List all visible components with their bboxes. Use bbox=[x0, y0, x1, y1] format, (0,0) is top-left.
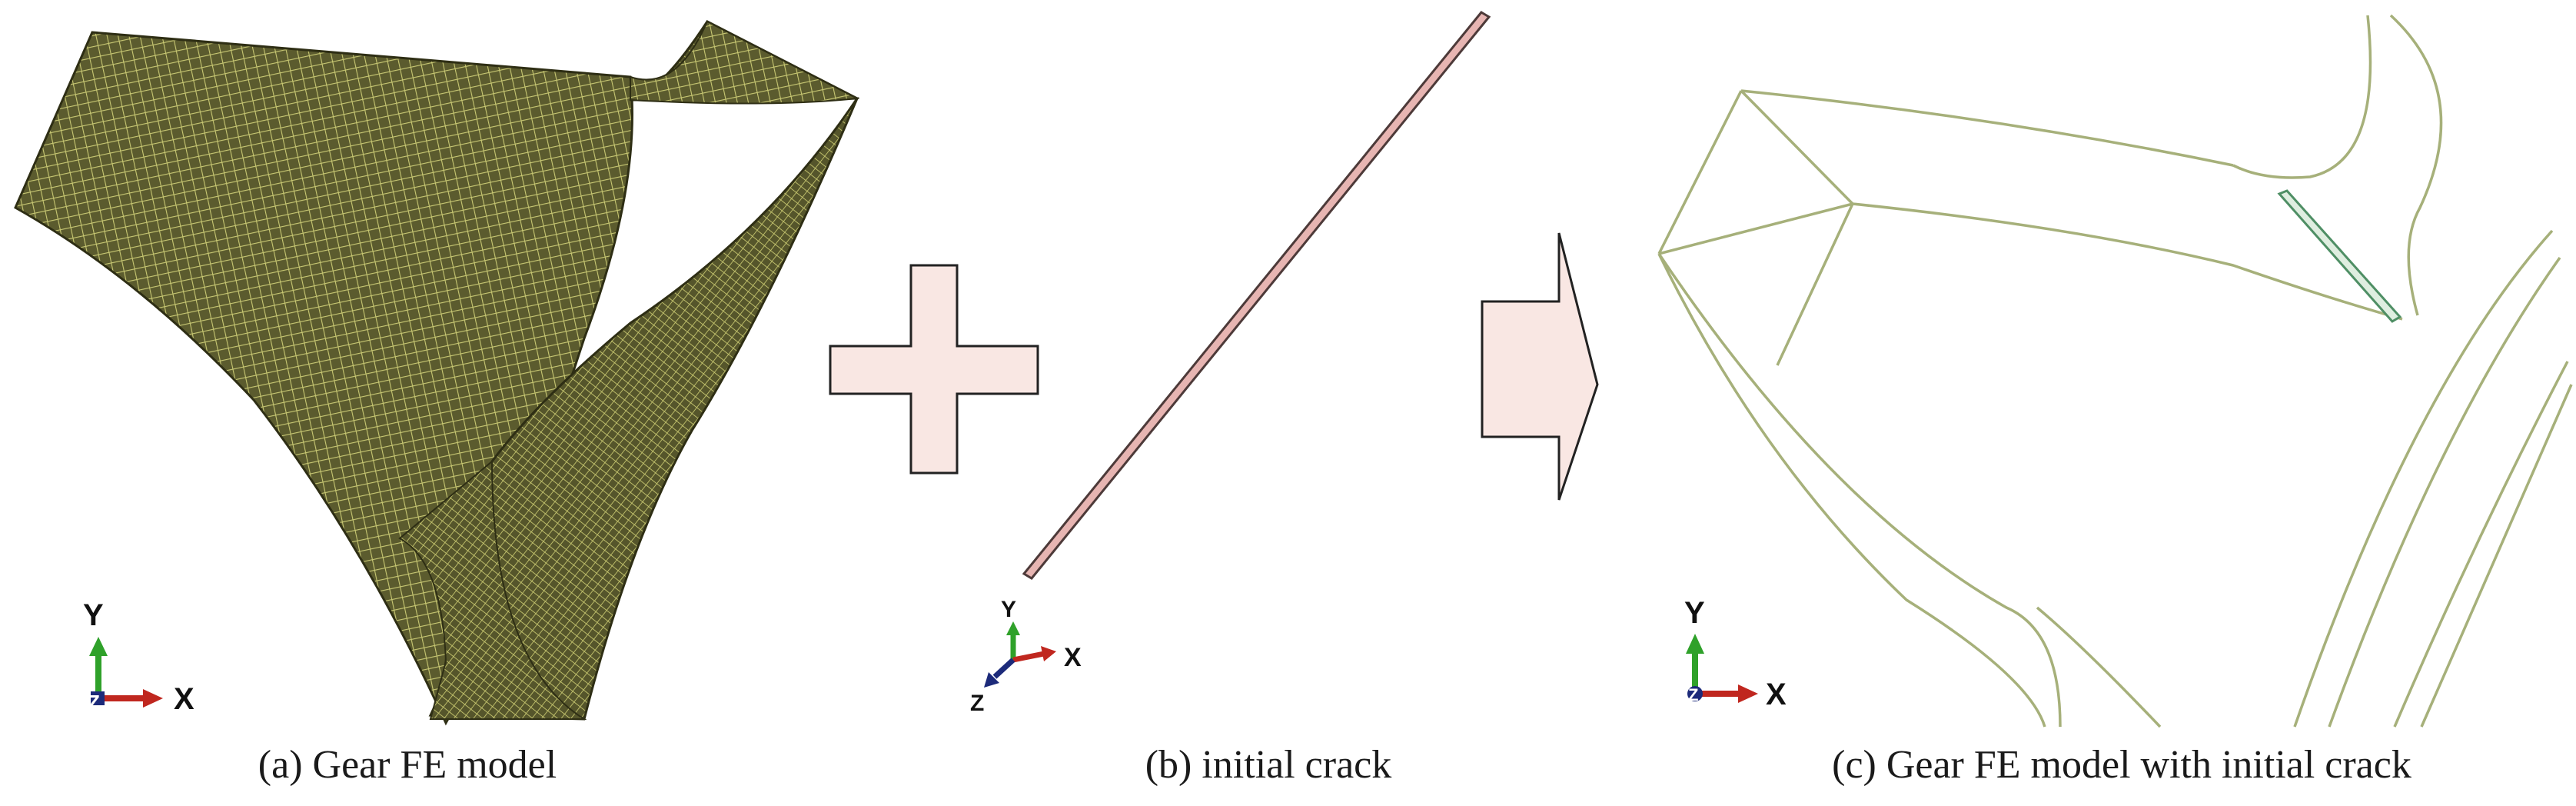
axis-triad-icon: Y X Z bbox=[1684, 596, 1787, 711]
triad-x-label: X bbox=[1064, 643, 1082, 672]
right-arrow-icon bbox=[1481, 232, 1599, 501]
triad-x-label: X bbox=[1766, 678, 1787, 711]
gear-outline-with-crack bbox=[1657, 14, 2573, 728]
gear-outline-tooth-right-1 bbox=[2293, 229, 2554, 728]
gear-outline-tooth-right-3 bbox=[2393, 361, 2569, 728]
axis-triad-icon: Y X Z bbox=[83, 598, 194, 716]
triad-y-label: Y bbox=[1684, 596, 1705, 630]
caption-panel-b: (b) initial crack bbox=[1145, 743, 1392, 787]
gear-outline-tooth-right-4 bbox=[2420, 384, 2573, 728]
triad-z-label: Z bbox=[1688, 685, 1698, 704]
caption-panel-a: (a) Gear FE model bbox=[258, 743, 557, 787]
gear-outline-left-edge bbox=[1657, 90, 1743, 255]
gear-outline-back-edge bbox=[1776, 203, 1854, 366]
initial-crack bbox=[1022, 11, 1491, 580]
gear-outline-fillet-right bbox=[2389, 14, 2443, 316]
crack-in-gear bbox=[2277, 189, 2402, 323]
axis-triad-icon: Y X Z bbox=[970, 597, 1082, 716]
gear-outline-base-curve bbox=[2036, 606, 2162, 728]
triad-x-label: X bbox=[174, 682, 194, 716]
gear-outline-fillet bbox=[2232, 15, 2372, 179]
gear-fe-mesh bbox=[14, 20, 860, 726]
gear-outline-front-diagonal bbox=[1740, 89, 1854, 205]
triad-y-label: Y bbox=[83, 598, 104, 632]
triad-z-label: Z bbox=[88, 691, 100, 714]
gear-outline-left-flank-inner bbox=[1657, 253, 2062, 728]
gear-outline-inner-edge bbox=[1658, 202, 2403, 321]
crack-plate bbox=[1022, 11, 1491, 580]
gear-outline-top-edge bbox=[1740, 89, 2234, 167]
gear-base-fillet bbox=[398, 459, 587, 720]
caption-panel-c: (c) Gear FE model with initial crack bbox=[1832, 743, 2411, 787]
gear-outline-left-flank bbox=[1657, 253, 2046, 728]
plus-sign-icon bbox=[829, 264, 1039, 475]
gear-outline-tooth-right-2 bbox=[2328, 256, 2561, 728]
gear-root-fillet bbox=[630, 20, 860, 105]
triad-y-label: Y bbox=[1001, 597, 1016, 622]
triad-z-label: Z bbox=[970, 691, 984, 716]
